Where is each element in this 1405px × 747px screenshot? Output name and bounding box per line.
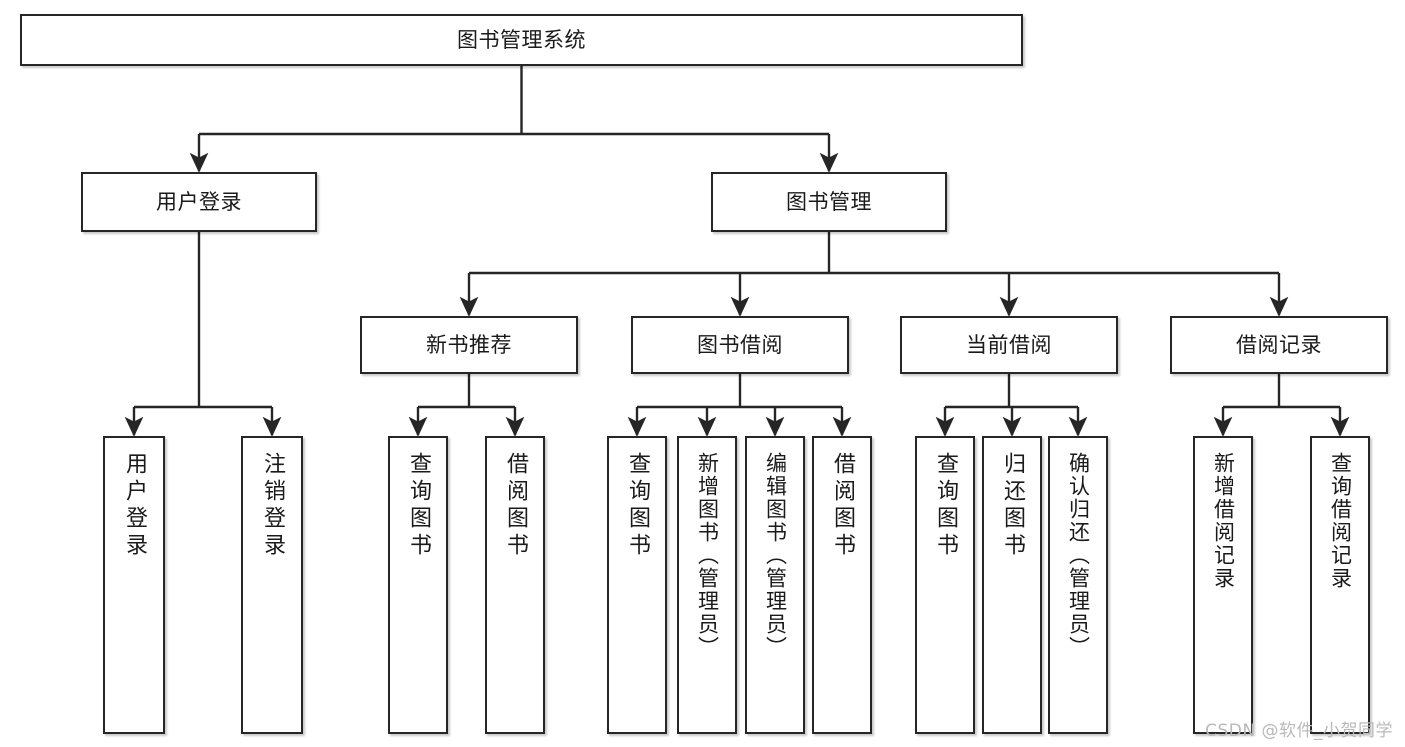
node-leaf-return-book[interactable]: 归还图书: [982, 436, 1042, 734]
node-current-borrow[interactable]: 当前借阅: [900, 316, 1118, 374]
node-leaf-query-book-cur[interactable]: 查询图书: [915, 436, 975, 734]
node-label-user-login: 用户登录: [156, 189, 242, 214]
node-label-new-book-rec: 新书推荐: [426, 332, 512, 357]
node-book-borrow[interactable]: 图书借阅: [631, 316, 849, 374]
node-leaf-query-book-rec[interactable]: 查询图书: [388, 436, 448, 734]
node-label-leaf-confirm-return: 确认归还（管理员）: [1066, 452, 1091, 659]
node-leaf-logout[interactable]: 注销登录: [241, 436, 303, 734]
csdn-watermark: CSDN @软件_小贺同学: [1205, 721, 1393, 741]
node-book-manage[interactable]: 图书管理: [711, 172, 947, 232]
node-label-leaf-add-record: 新增借阅记录: [1211, 452, 1236, 590]
node-label-leaf-borrow-book-rec: 借阅图书: [503, 452, 528, 560]
node-label-leaf-query-book-rec: 查询图书: [406, 452, 431, 560]
node-leaf-query-record[interactable]: 查询借阅记录: [1310, 436, 1370, 734]
node-leaf-borrow-book[interactable]: 借阅图书: [812, 436, 872, 734]
node-label-leaf-add-book: 新增图书（管理员）: [695, 452, 720, 659]
node-label-leaf-edit-book: 编辑图书（管理员）: [763, 452, 788, 659]
node-label-leaf-return-book: 归还图书: [1000, 452, 1025, 560]
node-root[interactable]: 图书管理系统: [20, 14, 1023, 66]
node-leaf-add-book[interactable]: 新增图书（管理员）: [677, 436, 737, 734]
node-label-book-manage: 图书管理: [786, 189, 872, 214]
node-leaf-confirm-return[interactable]: 确认归还（管理员）: [1048, 436, 1108, 734]
node-leaf-add-record[interactable]: 新增借阅记录: [1193, 436, 1253, 734]
node-label-book-borrow: 图书借阅: [697, 332, 783, 357]
node-label-leaf-query-book-cur: 查询图书: [933, 452, 958, 560]
node-label-current-borrow: 当前借阅: [966, 332, 1052, 357]
node-leaf-edit-book[interactable]: 编辑图书（管理员）: [745, 436, 805, 734]
node-label-leaf-query-book: 查询图书: [625, 452, 650, 560]
node-label-leaf-query-record: 查询借阅记录: [1328, 452, 1353, 590]
node-borrow-record[interactable]: 借阅记录: [1170, 316, 1388, 374]
node-label-root: 图书管理系统: [457, 27, 586, 52]
node-label-leaf-borrow-book: 借阅图书: [830, 452, 855, 560]
node-label-borrow-record: 借阅记录: [1236, 332, 1322, 357]
node-leaf-borrow-book-rec[interactable]: 借阅图书: [485, 436, 545, 734]
node-label-leaf-logout: 注销登录: [260, 452, 285, 560]
node-new-book-rec[interactable]: 新书推荐: [360, 316, 578, 374]
node-leaf-query-book[interactable]: 查询图书: [607, 436, 667, 734]
node-leaf-user-login[interactable]: 用户登录: [103, 436, 165, 734]
node-user-login[interactable]: 用户登录: [81, 172, 317, 232]
node-label-leaf-user-login: 用户登录: [122, 452, 147, 560]
